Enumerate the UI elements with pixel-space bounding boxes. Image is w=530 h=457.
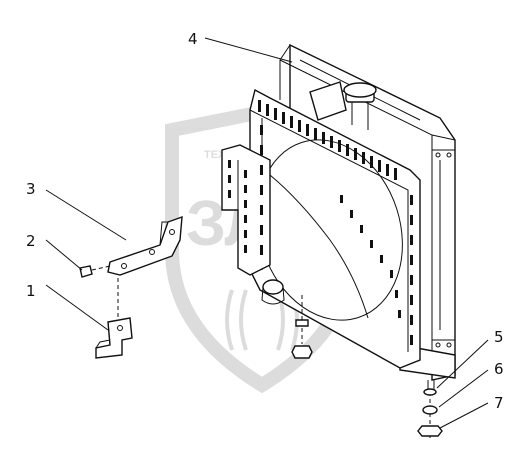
hardware-stack	[417, 388, 443, 440]
callout-1: 1	[26, 282, 36, 300]
callout-2: 2	[26, 232, 36, 250]
callout-5: 5	[494, 328, 504, 346]
shroud-perforations	[228, 100, 413, 345]
leader-lines	[45, 37, 489, 429]
bracket-part-3	[107, 215, 183, 276]
nut-part-7	[417, 425, 443, 437]
callout-numbers: 1 2 3 4 5 6 7	[26, 30, 504, 412]
washer-part-6	[422, 405, 438, 415]
support-bracket-part-1	[95, 278, 133, 359]
callout-3: 3	[26, 180, 36, 198]
bolt-part-2	[79, 265, 111, 278]
callout-4: 4	[188, 30, 198, 48]
washer-part-5	[423, 388, 437, 396]
radiator-assembly	[221, 43, 456, 392]
callout-6: 6	[494, 360, 504, 378]
callout-7: 7	[494, 394, 504, 412]
